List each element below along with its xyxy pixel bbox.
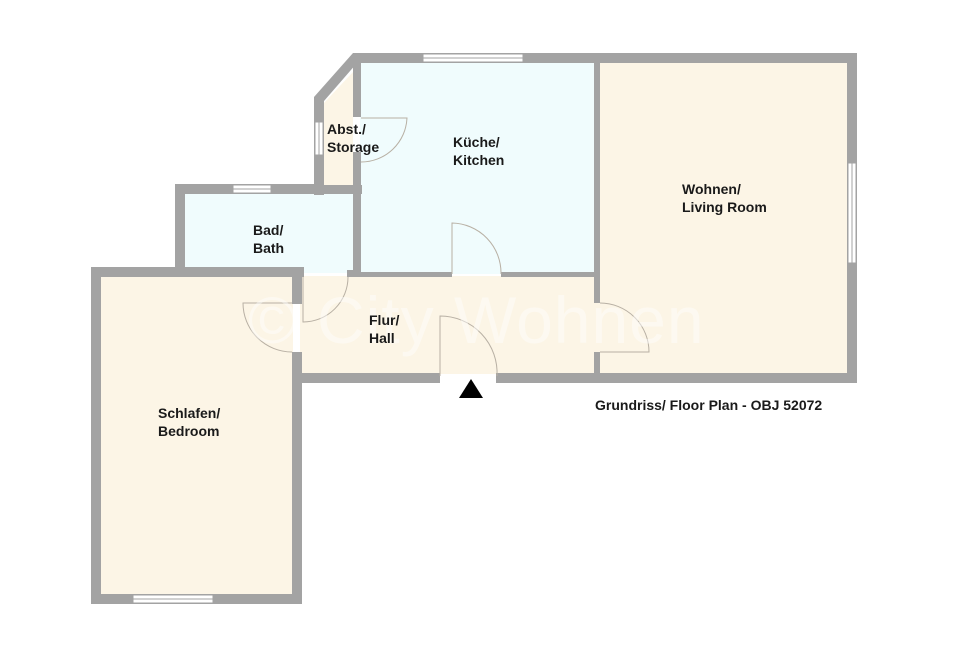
bedroom-door-swing — [242, 302, 293, 353]
kitchen-door-swing — [451, 222, 502, 275]
windows — [132, 53, 857, 604]
room-label-living: Wohnen/ Living Room — [682, 180, 767, 216]
bedroom-floor — [100, 276, 293, 594]
storage-floor — [324, 72, 353, 187]
hall-label-de: Flur/ — [369, 312, 400, 328]
room-label-hall: Flur/ Hall — [369, 311, 399, 347]
room-label-bedroom: Schlafen/ Bedroom — [158, 404, 220, 440]
wall-bottom-living — [496, 373, 857, 383]
bath-label-de: Bad/ — [253, 222, 284, 238]
wall-diagonal-storage — [314, 53, 362, 103]
wall-bath-bottom-right — [347, 270, 361, 277]
doors — [242, 117, 650, 377]
bedroom-label-de: Schlafen/ — [158, 405, 221, 421]
hall-floor — [300, 276, 598, 374]
wall-storage-bottom — [314, 185, 362, 194]
wall-hall-living-bottom — [594, 352, 600, 377]
wall-bedroom-left — [91, 267, 101, 604]
living-room-floor — [598, 62, 848, 373]
wall-kitchen-left-bottom — [353, 152, 361, 277]
wall-bedroom-right-top — [292, 267, 302, 304]
wall-kitchen-left-top — [353, 53, 361, 117]
bath-floor — [185, 193, 355, 273]
storage-label-en: Storage — [327, 139, 380, 155]
wall-bottom-hall-left — [292, 373, 440, 383]
room-label-kitchen: Küche/ Kitchen — [453, 133, 504, 169]
wall-bedroom-top — [91, 267, 304, 277]
bath-label-en: Bath — [253, 240, 285, 256]
kitchen-label-de: Küche/ — [453, 134, 500, 150]
room-label-bath: Bad/ Bath — [253, 221, 284, 257]
room-fills — [100, 62, 848, 594]
kitchen-floor — [360, 62, 598, 274]
entrance-triangle-icon — [459, 379, 483, 398]
entrance-door-swing — [439, 315, 498, 377]
bedroom-label-en: Bedroom — [158, 423, 220, 439]
wall-bath-left — [175, 184, 185, 277]
storage-door-swing — [360, 117, 408, 163]
plan-caption: Grundriss/ Floor Plan - OBJ 52072 — [595, 397, 823, 413]
wall-kitchen-living — [594, 53, 600, 303]
living-label-en: Living Room — [682, 199, 767, 215]
hall-label-en: Hall — [369, 330, 395, 346]
wall-kitchen-bottom-right — [501, 272, 598, 277]
bath-door-swing — [302, 276, 349, 323]
room-label-storage: Abst./ Storage — [327, 120, 379, 156]
wall-bedroom-right-bottom — [292, 352, 302, 604]
living-label-de: Wohnen/ — [682, 181, 741, 197]
wall-top — [353, 53, 857, 63]
storage-label-de: Abst./ — [327, 121, 366, 137]
living-door-swing — [599, 302, 650, 353]
wall-kitchen-bottom-left — [361, 272, 452, 277]
kitchen-label-en: Kitchen — [453, 152, 505, 168]
